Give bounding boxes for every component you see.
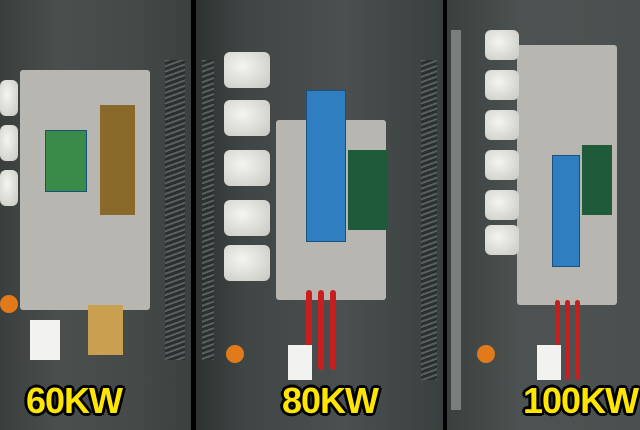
capacitor (224, 200, 270, 236)
control-board (582, 145, 612, 215)
red-cable (565, 300, 570, 380)
capacitor (0, 80, 18, 116)
igbt-module (306, 90, 346, 242)
vent-grille (421, 60, 437, 380)
capacitor (0, 170, 18, 206)
capacitor (224, 150, 270, 186)
red-cable (318, 290, 324, 370)
capacitor (485, 190, 519, 220)
capacitor (224, 52, 270, 88)
red-cable (575, 300, 580, 380)
red-cable (330, 290, 336, 370)
breaker (537, 345, 561, 380)
igbt-module (552, 155, 580, 267)
capacitor (224, 100, 270, 136)
power-label-80kw: 80KW (282, 380, 379, 421)
transformer (88, 305, 123, 355)
cabinet-door-edge (451, 30, 461, 410)
power-label-60kw: 60KW (26, 380, 123, 421)
vent-grille (165, 60, 185, 360)
cabinet-60kw-photo: 60KW (0, 0, 191, 430)
control-board (348, 150, 388, 230)
orange-knob (0, 295, 18, 313)
cabinet-80kw-photo: 80KW (196, 0, 443, 430)
capacitor (485, 30, 519, 60)
orange-knob (226, 345, 244, 363)
breaker (288, 345, 312, 380)
igbt-module (45, 130, 87, 192)
capacitor (485, 110, 519, 140)
capacitor (224, 245, 270, 281)
capacitor (485, 225, 519, 255)
vent-grille (202, 60, 214, 360)
power-label-100kw: 100KW (523, 380, 639, 421)
breaker (30, 320, 60, 360)
red-cable (555, 300, 560, 380)
red-cable (306, 290, 312, 370)
cabinet-100kw-photo: 100KW (447, 0, 640, 430)
control-board (100, 105, 135, 215)
orange-knob (477, 345, 495, 363)
capacitor (0, 125, 18, 161)
capacitor (485, 70, 519, 100)
capacitor (485, 150, 519, 180)
